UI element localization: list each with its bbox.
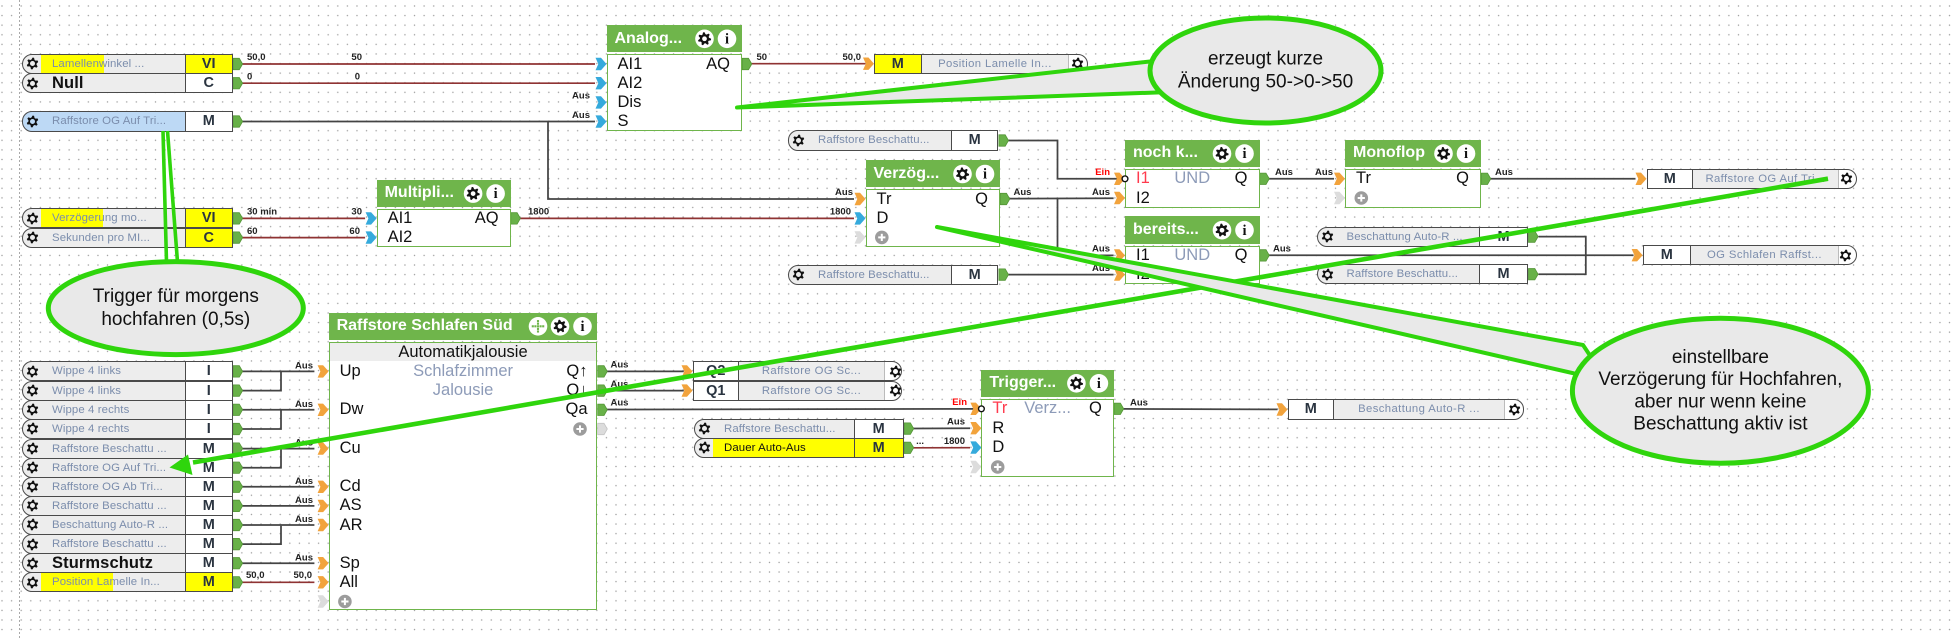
svg-text:50: 50 xyxy=(351,52,362,63)
svg-text:einstellbare: einstellbare xyxy=(1672,347,1769,368)
svg-text:Aus: Aus xyxy=(1315,167,1333,178)
svg-text:Aus: Aus xyxy=(295,476,313,487)
svg-text:Aus: Aus xyxy=(611,398,629,409)
svg-text:Aus: Aus xyxy=(295,495,313,506)
svg-text:Aus: Aus xyxy=(1092,187,1110,198)
svg-text:Trigger für morgens: Trigger für morgens xyxy=(93,286,259,307)
svg-text:Aus: Aus xyxy=(611,360,629,371)
svg-text:i: i xyxy=(1242,223,1246,239)
svg-text:Aus: Aus xyxy=(947,417,965,428)
svg-text:0: 0 xyxy=(355,71,360,82)
svg-text:hochfahren (0,5s): hochfahren (0,5s) xyxy=(101,309,250,330)
svg-text:Aus: Aus xyxy=(295,399,313,410)
svg-text:0: 0 xyxy=(247,71,252,82)
svg-text:Aus: Aus xyxy=(572,110,590,121)
svg-text:60: 60 xyxy=(247,226,258,237)
svg-text:Aus: Aus xyxy=(835,187,853,198)
svg-text:Aus: Aus xyxy=(1092,263,1110,274)
svg-text:Ein: Ein xyxy=(952,397,967,408)
svg-text:i: i xyxy=(580,319,584,335)
svg-text:60: 60 xyxy=(349,226,360,237)
svg-text:Aus: Aus xyxy=(572,91,590,102)
svg-text:i: i xyxy=(1464,146,1468,162)
svg-text:Aus: Aus xyxy=(295,361,313,372)
svg-text:Aus: Aus xyxy=(1014,187,1032,198)
svg-text:aber nur wenn keine: aber nur wenn keine xyxy=(1634,391,1806,412)
svg-text:Aus: Aus xyxy=(1275,167,1293,178)
svg-text:i: i xyxy=(494,186,498,202)
svg-text:i: i xyxy=(725,31,729,47)
svg-text:Änderung 50->0->50: Änderung 50->0->50 xyxy=(1178,72,1353,93)
svg-text:Aus: Aus xyxy=(295,514,313,525)
svg-text:Aus: Aus xyxy=(1495,167,1513,178)
svg-text:50: 50 xyxy=(757,52,768,63)
svg-text:...: ... xyxy=(916,436,924,447)
svg-text:50,0: 50,0 xyxy=(246,570,265,581)
svg-text:50,0: 50,0 xyxy=(843,52,862,63)
svg-text:erzeugt kurze: erzeugt kurze xyxy=(1208,49,1323,70)
svg-text:i: i xyxy=(1242,146,1246,162)
svg-text:Verzögerung für Hochfahren,: Verzögerung für Hochfahren, xyxy=(1598,369,1842,390)
svg-text:1800: 1800 xyxy=(528,207,549,218)
svg-text:Aus: Aus xyxy=(1092,244,1110,255)
svg-text:Beschattung aktiv ist: Beschattung aktiv ist xyxy=(1633,414,1808,435)
svg-text:i: i xyxy=(983,167,987,183)
svg-text:50,0: 50,0 xyxy=(247,52,266,63)
svg-text:Aus: Aus xyxy=(1273,244,1291,255)
svg-text:30: 30 xyxy=(351,207,362,218)
svg-text:1800: 1800 xyxy=(944,436,965,447)
svg-text:Aus: Aus xyxy=(1130,397,1148,408)
svg-text:50,0: 50,0 xyxy=(294,570,313,581)
svg-text:Aus: Aus xyxy=(611,379,629,390)
svg-text:1800: 1800 xyxy=(830,207,851,218)
svg-text:i: i xyxy=(1097,376,1101,392)
svg-text:30 min: 30 min xyxy=(247,207,277,218)
svg-text:Aus: Aus xyxy=(295,552,313,563)
svg-text:Ein: Ein xyxy=(1095,167,1110,178)
